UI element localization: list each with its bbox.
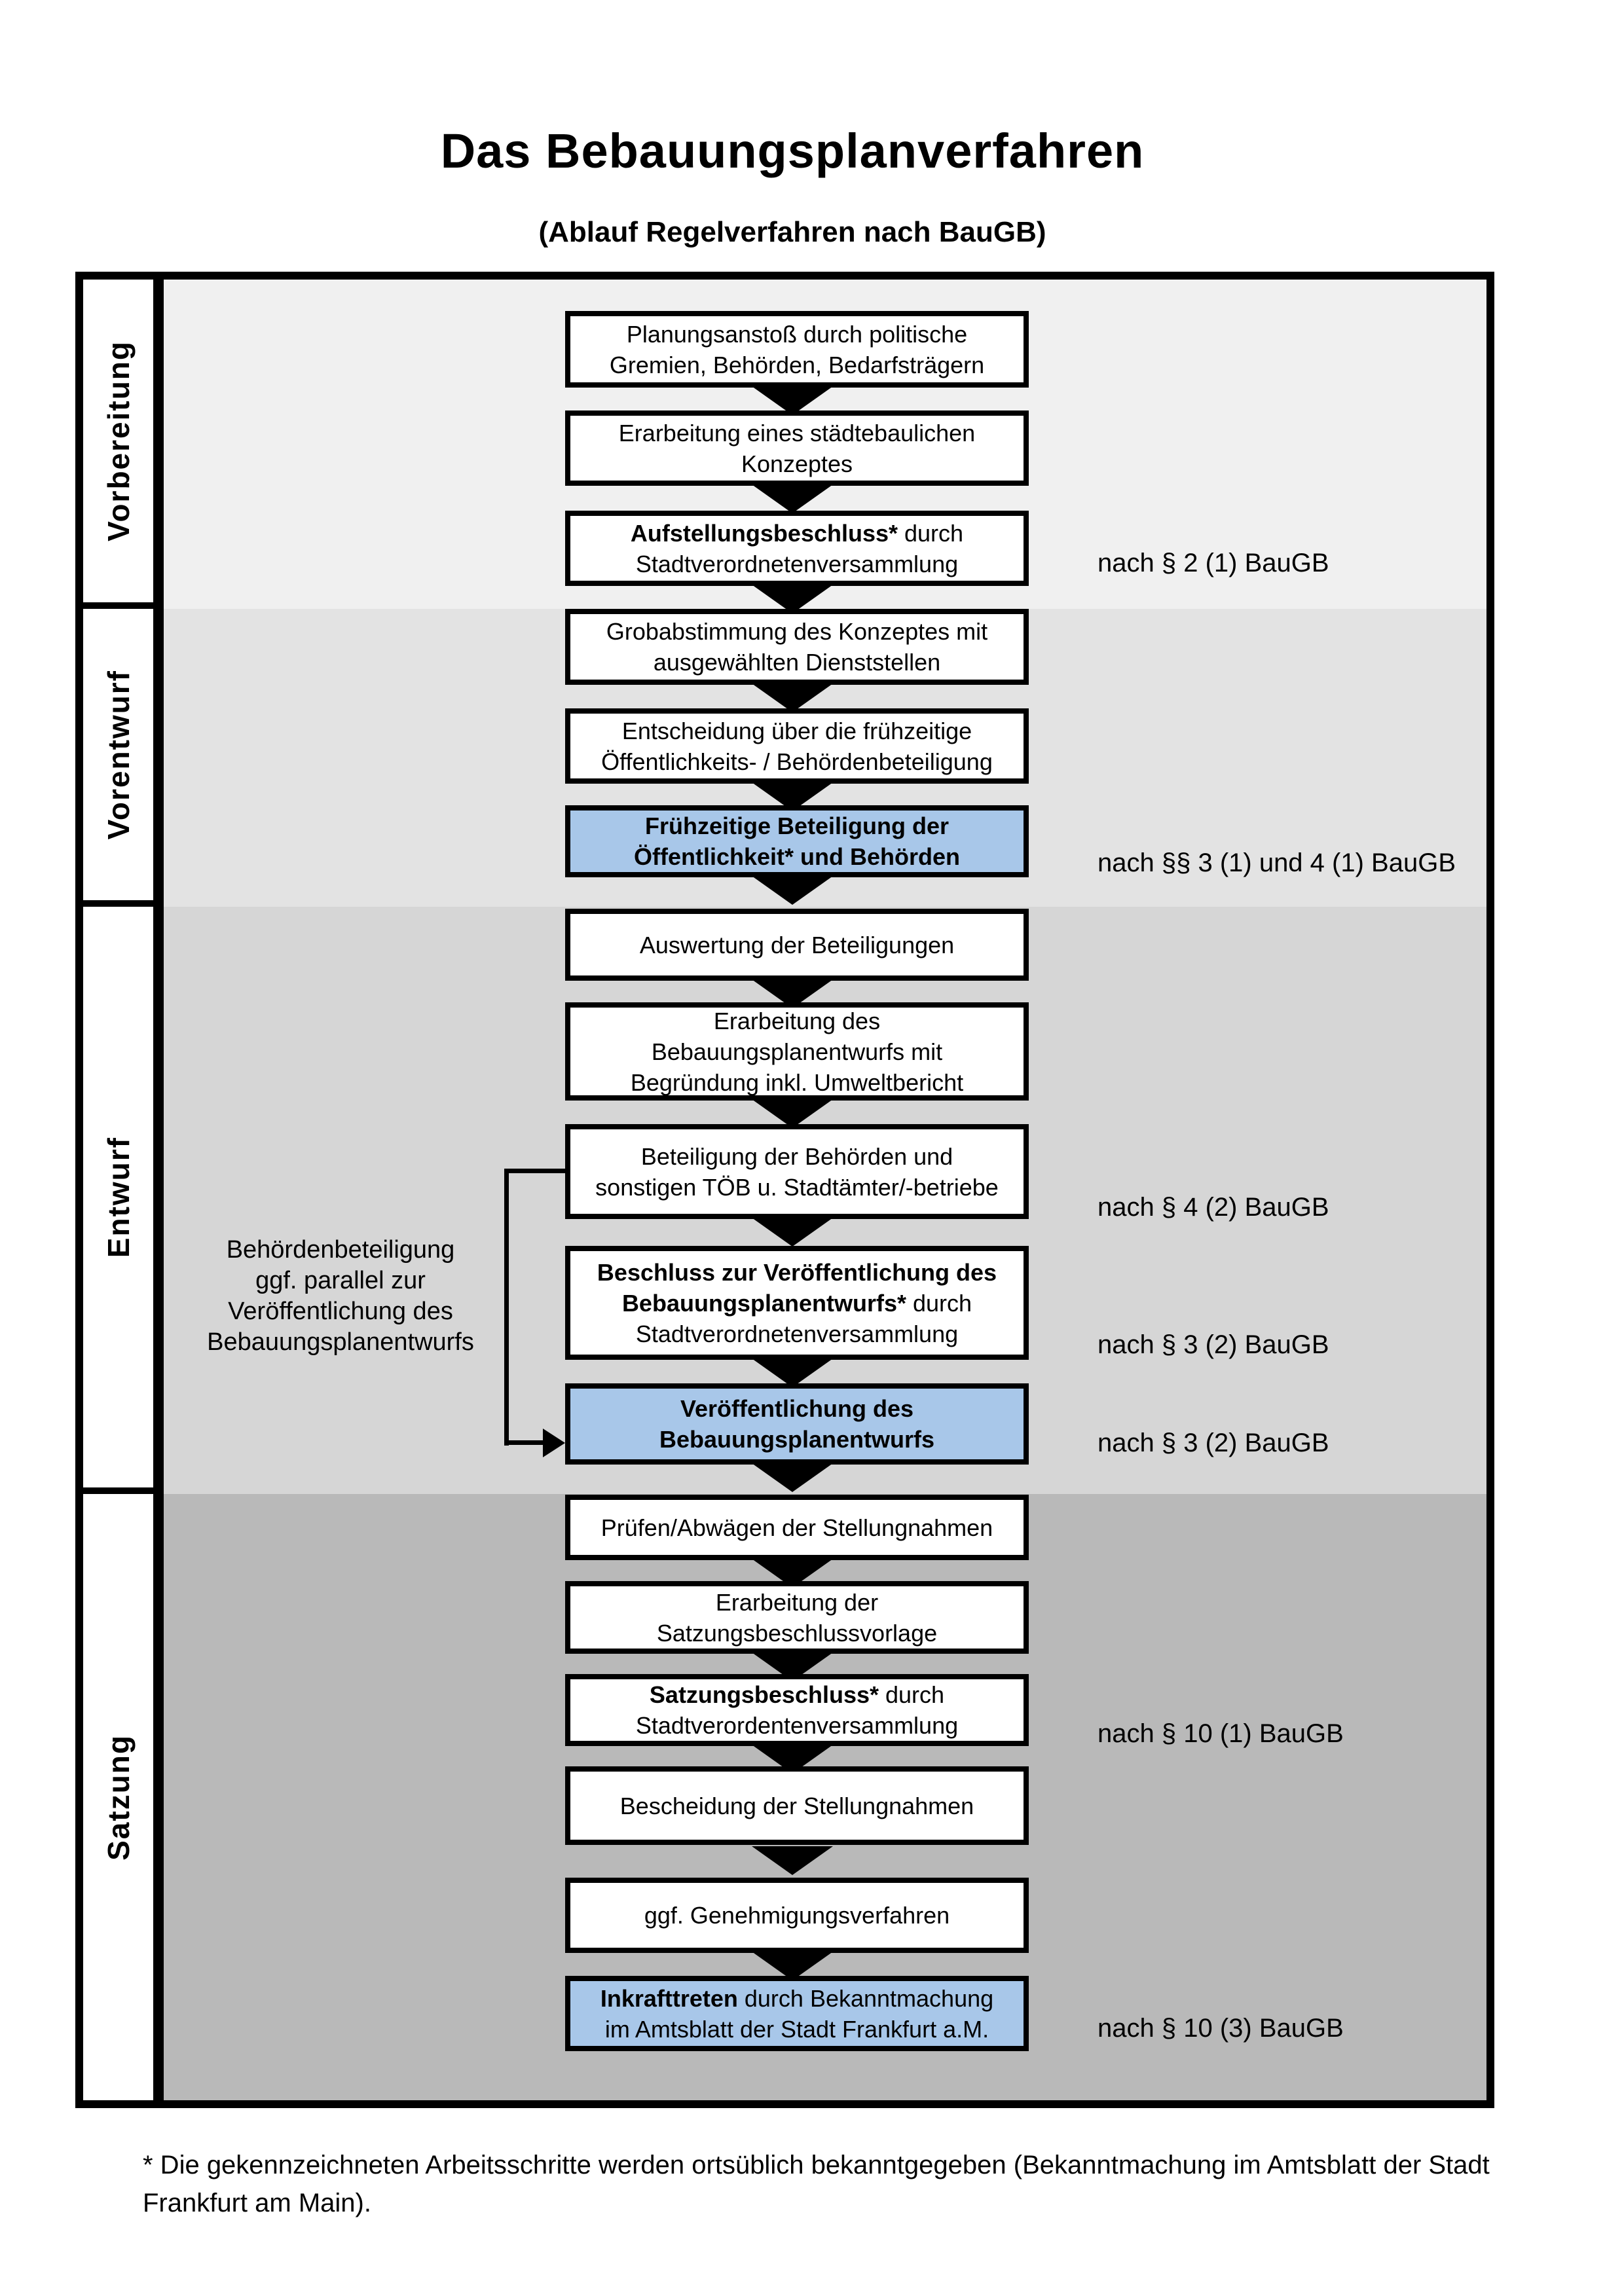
legal-ref-veroeffentlichungsbeschluss: nach § 3 (2) BauGB [1098,1330,1329,1359]
connector-arrow-right-icon [543,1429,565,1457]
flow-arrow-down-icon [752,1218,833,1247]
flow-arrow-down-icon [752,1099,833,1128]
legal-ref-aufstellungsbeschluss: nach § 2 (1) BauGB [1098,549,1329,577]
box-text: durch Bekanntmachung im Amtsblatt der St… [604,1984,994,2043]
flow-arrow-down-icon [752,386,833,415]
label-column-divider [153,280,164,2100]
box-text-bold: Inkrafttreten [600,1984,738,2012]
connector-line-bottom [504,1440,545,1445]
box-text-bold: Aufstellungsbeschluss* [630,519,898,547]
legal-ref-satzungsbeschluss: nach § 10 (1) BauGB [1098,1719,1344,1748]
flow-box-behoerdenbeteiligung: Beteiligung der Behörden und sonstigen T… [565,1124,1029,1219]
box-text: Prüfen/Abwägen der Stellungnahmen [600,1514,993,1541]
box-text-bold: Veröffentlichung des Bebauungsplanentwur… [659,1395,935,1453]
flow-box-erarbeitung-entwurf: Erarbeitung des Bebauungsplanentwurfs mi… [565,1002,1029,1101]
phase-label-vorentwurf: Vorentwurf [101,669,136,840]
flow-arrow-down-icon [752,1952,833,1980]
box-text-bold: Satzungsbeschluss* [649,1681,879,1708]
phase-label-cell-entwurf: Entwurf [83,907,153,1494]
flow-box-veroeffentlichungsbeschluss: Beschluss zur Veröffentlichung des Bebau… [565,1246,1029,1360]
flow-arrow-down-icon [752,1846,833,1875]
box-text: durch Stadtverordnetenversammlung [635,1289,972,1347]
box-text: Erarbeitung des Bebauungsplanentwurfs mi… [630,1007,964,1096]
phase-label-entwurf: Entwurf [101,1136,136,1258]
box-text: Entscheidung über die frühzeitige Öffent… [601,717,993,775]
box-text: durch Stadtverordnetenversammlung [635,519,964,577]
flow-box-satzungsbeschluss: Satzungsbeschluss* durch Stadtverordente… [565,1674,1029,1746]
box-text: Beteiligung der Behörden und sonstigen T… [595,1142,999,1201]
flow-arrow-down-icon [752,1358,833,1387]
connector-line-top [504,1169,565,1173]
flow-box-genehmigungsverfahren: ggf. Genehmigungsverfahren [565,1878,1029,1953]
flow-box-staedtebauliches-konzept: Erarbeitung eines städtebaulichen Konzep… [565,410,1029,486]
box-text-bold: Frühzeitige Beteiligung der Öffentlichke… [633,812,961,870]
flow-box-grobabstimmung: Grobabstimmung des Konzeptes mit ausgewä… [565,609,1029,685]
flow-arrow-down-icon [752,585,833,613]
box-text: Erarbeitung der Satzungsbeschlussvorlage [656,1588,938,1647]
box-text: durch Stadtverordentenversammlung [635,1681,959,1739]
box-text: Erarbeitung eines städtebaulichen Konzep… [618,419,976,477]
flow-box-aufstellungsbeschluss: Aufstellungsbeschluss* durch Stadtverord… [565,511,1029,586]
phase-label-cell-satzung: Satzung [83,1494,153,2100]
flow-box-fruehzeitige-beteiligung: Frühzeitige Beteiligung der Öffentlichke… [565,805,1029,877]
legal-ref-veroeffentlichung: nach § 3 (2) BauGB [1098,1429,1329,1457]
box-text: Grobabstimmung des Konzeptes mit ausgewä… [606,618,988,676]
flow-box-inkrafttreten: Inkrafttreten durch Bekanntmachung im Am… [565,1976,1029,2051]
box-text: Auswertung der Beteiligungen [639,931,955,958]
flow-arrow-down-icon [752,683,833,712]
flow-box-pruefen-abwaegen: Prüfen/Abwägen der Stellungnahmen [565,1495,1029,1560]
flow-box-satzungsbeschlussvorlage: Erarbeitung der Satzungsbeschlussvorlage [565,1581,1029,1654]
flow-box-bescheidung: Bescheidung der Stellungnahmen [565,1766,1029,1845]
flow-box-planungsanstoss: Planungsanstoß durch politische Gremien,… [565,311,1029,388]
box-text-bold: Beschluss zur Veröffentlichung des Bebau… [597,1258,997,1317]
legal-ref-behoerdenbeteiligung: nach § 4 (2) BauGB [1098,1193,1329,1222]
flow-box-auswertung: Auswertung der Beteiligungen [565,909,1029,981]
legal-ref-fruehzeitige-beteiligung: nach §§ 3 (1) und 4 (1) BauGB [1098,848,1456,877]
phase-label-cell-vorentwurf: Vorentwurf [83,609,153,907]
flow-arrow-down-icon [752,484,833,513]
box-text: Planungsanstoß durch politische Gremien,… [609,320,985,378]
box-text: ggf. Genehmigungsverfahren [644,1902,950,1929]
box-text: Bescheidung der Stellungnahmen [619,1792,974,1819]
footnote: * Die gekennzeichneten Arbeitsschritte w… [143,2151,1490,2217]
flow-box-entscheidung-beteiligung: Entscheidung über die frühzeitige Öffent… [565,708,1029,784]
phase-label-vorbereitung: Vorbereitung [101,340,136,541]
flow-box-veroeffentlichung: Veröffentlichung des Bebauungsplanentwur… [565,1383,1029,1465]
flow-arrow-down-icon [752,1463,833,1492]
parallel-path-note: Behördenbeteiligung ggf. parallel zur Ve… [207,1236,474,1356]
connector-line-vertical [504,1169,509,1446]
page-subtitle: (Ablauf Regelverfahren nach BauGB) [538,216,1046,248]
phase-label-cell-vorbereitung: Vorbereitung [83,280,153,609]
flow-arrow-down-icon [752,876,833,905]
legal-ref-inkrafttreten: nach § 10 (3) BauGB [1098,2014,1344,2043]
phase-label-satzung: Satzung [101,1734,136,1861]
page-title: Das Bebauungsplanverfahren [440,124,1145,178]
